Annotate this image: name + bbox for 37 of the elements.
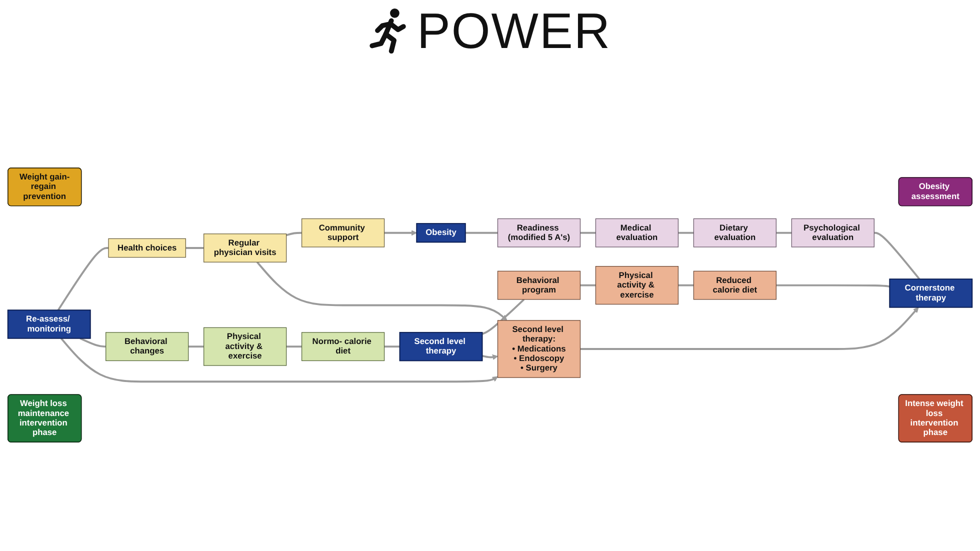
connector xyxy=(874,232,920,280)
connector xyxy=(678,232,694,234)
node-box: Cornerstone therapy xyxy=(889,278,973,308)
connector xyxy=(384,346,400,348)
connector xyxy=(286,232,302,236)
connector xyxy=(776,284,890,288)
node-box: Community support xyxy=(301,218,385,248)
arrow xyxy=(580,307,919,350)
arrow xyxy=(256,262,508,321)
node-box: Health choices xyxy=(108,238,186,258)
node-box: Second level therapy xyxy=(399,332,483,362)
connector xyxy=(286,346,302,348)
connector xyxy=(580,232,596,234)
arrow xyxy=(384,230,417,236)
node-box: Normo- calorie diet xyxy=(301,332,385,362)
arrow xyxy=(482,354,498,360)
connector xyxy=(80,337,106,348)
connector xyxy=(57,247,108,311)
node-box: Psychological evaluation xyxy=(791,218,874,248)
arrow xyxy=(60,338,498,383)
connector xyxy=(188,346,204,348)
node-box: Medical evaluation xyxy=(595,218,679,248)
node-box: Reduced calorie diet xyxy=(693,270,776,300)
connector xyxy=(186,247,204,249)
node-box: Regular physician visits xyxy=(204,234,287,262)
node-box: Behavioral changes xyxy=(106,332,189,362)
node-box: Dietary evaluation xyxy=(693,218,776,248)
connector xyxy=(465,232,498,234)
connector xyxy=(776,232,792,234)
node-box: Behavioral program xyxy=(497,270,581,300)
node-box: Readiness (modified 5 A's) xyxy=(497,218,581,248)
heading: POWER xyxy=(417,3,611,59)
node-box: Physical activity & exercise xyxy=(595,266,679,305)
connector xyxy=(482,298,525,335)
connector xyxy=(580,284,596,286)
connector xyxy=(678,284,694,286)
node-box: Second level therapy: • Medications • Endoscopy • Surgery xyxy=(497,320,581,378)
